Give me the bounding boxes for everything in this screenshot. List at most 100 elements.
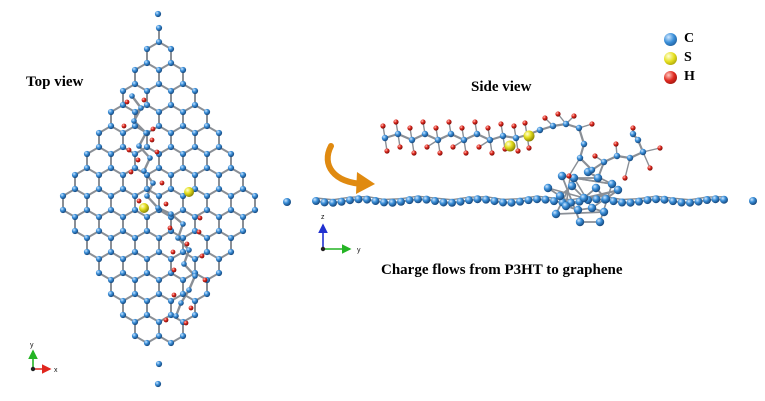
carbon-atom <box>397 197 405 206</box>
carbon-atom <box>456 197 465 206</box>
carbon-atom <box>550 197 558 206</box>
carbon-atom <box>191 227 199 235</box>
carbon-atom <box>107 248 115 256</box>
carbon-atom <box>143 213 151 221</box>
carbon-atom <box>191 255 199 263</box>
carbon-atom <box>167 59 175 67</box>
carbon-atom <box>167 129 175 137</box>
carbon-atom <box>536 126 544 134</box>
legend-item-sulfur: S <box>664 50 692 66</box>
carbon-atom <box>155 38 163 46</box>
carbon-atom <box>95 171 103 179</box>
hydrogen-atom <box>589 121 595 127</box>
sulfur-atom <box>523 130 535 142</box>
hydrogen-atom <box>163 201 169 207</box>
carbon-atom <box>191 143 199 151</box>
carbon-atom <box>119 297 127 305</box>
carbon-atom <box>507 198 516 207</box>
hydrogen-atom <box>135 157 141 163</box>
carbon-atom <box>143 339 151 347</box>
carbon-atom <box>215 227 223 235</box>
carbon-atom <box>131 118 137 124</box>
carbon-atom <box>239 227 247 235</box>
hydrogen-atom <box>199 253 205 259</box>
carbon-atom <box>179 108 187 116</box>
sulfur-atom <box>504 140 516 152</box>
hydrogen-atom <box>171 267 177 273</box>
sulfur-atom-icon <box>664 51 677 65</box>
hydrogen-atom <box>555 111 561 117</box>
hydrogen-atom <box>613 141 619 147</box>
carbon-atom <box>320 198 329 207</box>
carbon-atom <box>180 221 186 227</box>
carbon-atom <box>595 217 605 227</box>
carbon-atom <box>155 80 163 88</box>
carbon-atom <box>83 206 91 214</box>
carbon-atom <box>227 248 235 256</box>
carbon-atom <box>83 234 91 242</box>
hydrogen-atom <box>184 241 190 247</box>
legend-item-hydrogen: H <box>664 69 695 85</box>
carbon-atom <box>465 196 473 205</box>
hydrogen-atom <box>380 123 386 129</box>
carbon-atom <box>83 192 91 200</box>
carbon-atom <box>490 197 499 206</box>
side-view-axis-vertical-label: z <box>321 214 325 221</box>
carbon-atom <box>227 150 235 158</box>
carbon-atom <box>143 59 151 67</box>
carbon-atom <box>473 195 482 204</box>
hydrogen-atom <box>542 115 548 121</box>
carbon-atom <box>557 171 567 181</box>
hydrogen-atom <box>446 119 452 125</box>
carbon-atom <box>215 143 223 151</box>
carbon-atom <box>549 122 557 130</box>
carbon-atom <box>579 193 589 203</box>
carbon-atom <box>155 192 163 200</box>
carbon-atom <box>186 287 192 293</box>
hydrogen-atom <box>121 123 127 129</box>
carbon-atom <box>215 213 223 221</box>
carbon-atom <box>569 173 579 183</box>
carbon-atom <box>167 185 175 193</box>
carbon-atom <box>460 136 468 144</box>
carbon-atom <box>179 248 187 256</box>
carbon-atom <box>239 213 247 221</box>
carbon-atom <box>203 248 211 256</box>
carbon-atom <box>167 255 175 263</box>
bond <box>573 177 613 185</box>
carbon-atom <box>191 87 199 95</box>
hydrogen-atom <box>393 119 399 125</box>
hydrogen-atom <box>126 147 132 153</box>
hydrogen-atom <box>437 150 443 156</box>
carbon-atom <box>448 198 456 207</box>
carbon-atom <box>203 164 211 172</box>
carbon-atom <box>155 360 163 368</box>
side-view-axis-horizontal-label: y <box>357 247 361 254</box>
carbon-atom <box>227 192 235 200</box>
carbon-atom <box>119 255 127 263</box>
carbon-atom <box>119 101 127 109</box>
carbon-atom <box>131 318 139 326</box>
carbon-atom <box>720 195 728 204</box>
carbon-atom <box>107 164 115 172</box>
carbon-atom <box>643 196 652 205</box>
legend-item-carbon: C <box>664 31 694 47</box>
carbon-atom <box>179 122 187 130</box>
carbon-atom <box>354 195 363 204</box>
carbon-atom <box>203 206 211 214</box>
carbon-atom <box>609 197 618 206</box>
carbon-atom <box>131 290 139 298</box>
carbon-atom <box>251 206 259 214</box>
carbon-atom <box>107 290 115 298</box>
carbon-atom <box>83 248 91 256</box>
bond <box>565 177 571 207</box>
carbon-atom <box>381 134 389 142</box>
carbon-atom <box>203 108 211 116</box>
carbon-atom <box>179 164 187 172</box>
carbon-atom <box>371 197 380 206</box>
carbon-atom <box>144 193 150 199</box>
hydrogen-atom <box>196 229 202 235</box>
carbon-atom <box>191 129 199 137</box>
carbon-atom <box>482 195 490 204</box>
carbon-atom <box>155 276 163 284</box>
